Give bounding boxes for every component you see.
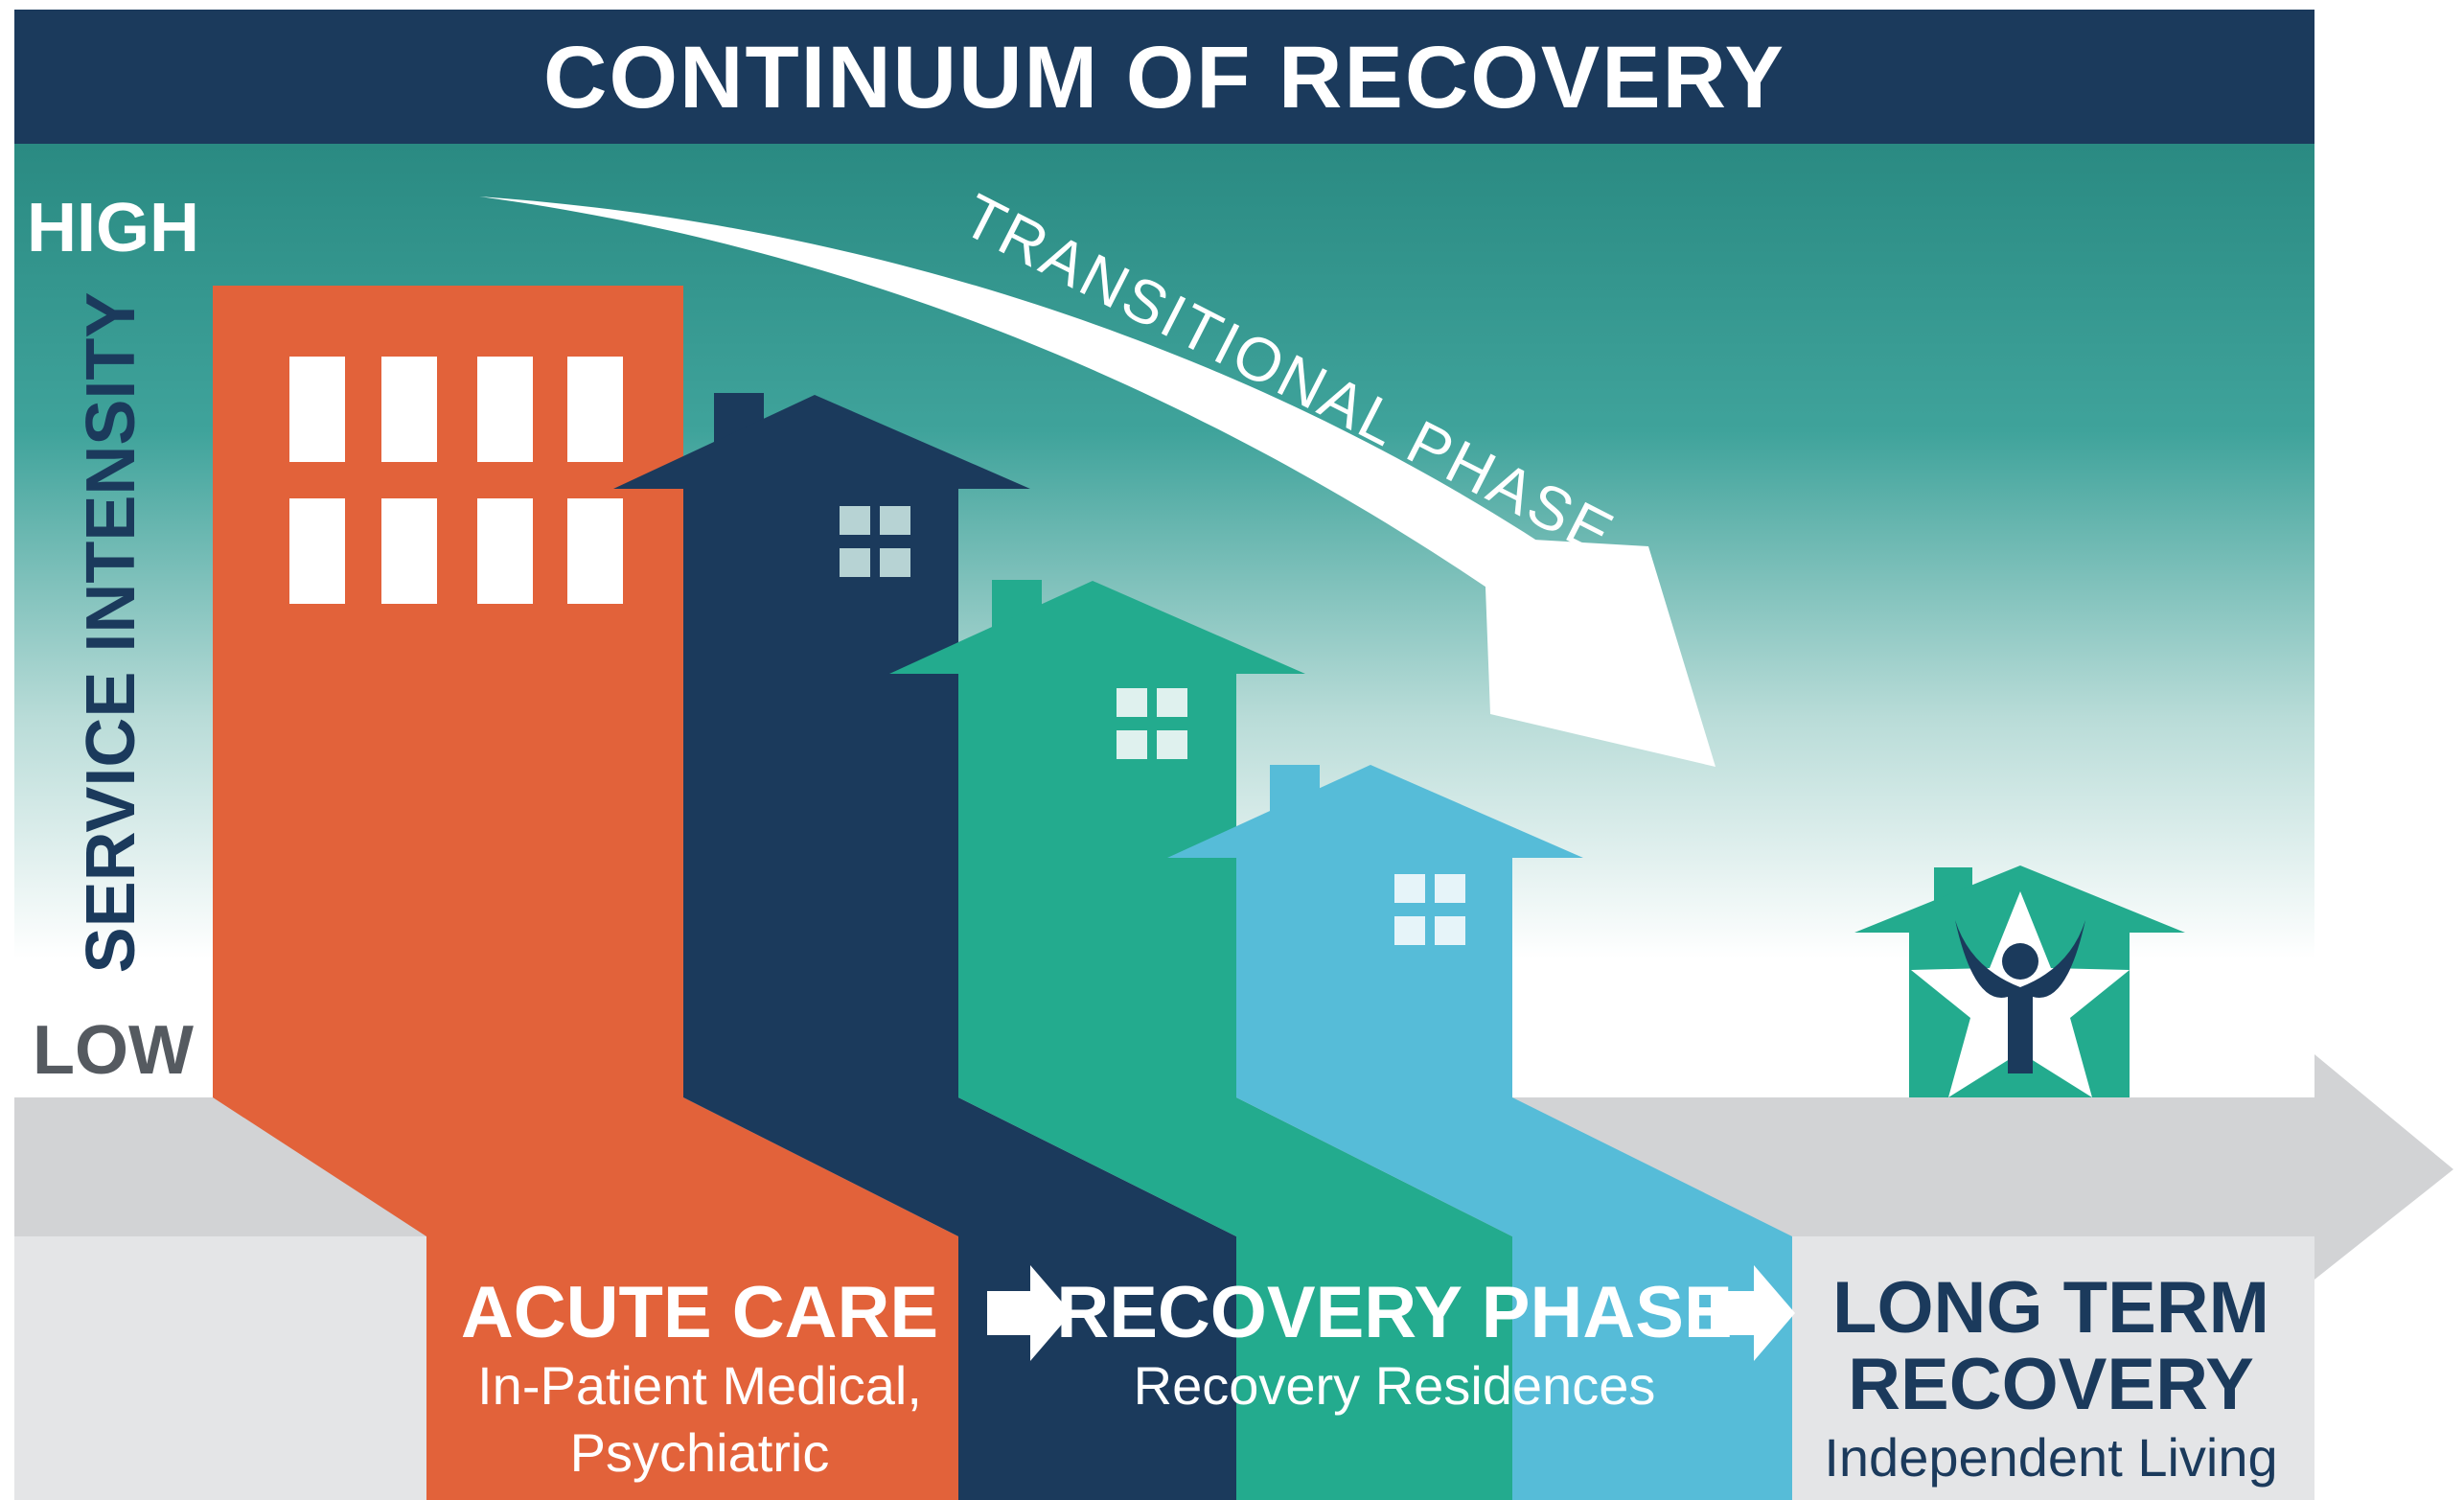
blue-house-icon <box>1167 765 1583 945</box>
stage-subtitle: Independent Living <box>1824 1427 2277 1488</box>
right-arrow-icon <box>987 1265 1071 1361</box>
stage-subtitle: In-Patient Medical, <box>477 1355 922 1416</box>
green-house-ribbon <box>958 674 1512 1500</box>
road-lower-gray-right <box>1792 1236 2314 1500</box>
right-arrow-icon <box>1711 1265 1795 1361</box>
axis-low-label: LOW <box>33 1012 194 1089</box>
stage-title: LONG TERM <box>1832 1267 2269 1349</box>
title-banner <box>14 10 2314 144</box>
stage-long-term-recovery: LONG TERM RECOVERY Independent Living <box>1824 1267 2277 1488</box>
stage-subtitle: Recovery Residences <box>1134 1355 1656 1416</box>
hospital-building-icon <box>289 357 623 604</box>
road-lower-gray <box>14 1236 426 1500</box>
stage-title: RECOVERY PHASE <box>1056 1272 1732 1353</box>
blue-house-ribbon <box>1236 858 1792 1500</box>
star-person-house-icon <box>1854 865 2185 1097</box>
transitional-arrow-head <box>1484 537 1716 767</box>
navy-house-ribbon <box>683 489 1236 1500</box>
transitional-arrow-body <box>479 196 1596 623</box>
stage-recovery-phase: RECOVERY PHASE Recovery Residences <box>1056 1272 1732 1416</box>
green-house-icon <box>889 580 1305 759</box>
axis-high-label: HIGH <box>27 190 199 266</box>
navy-house-icon <box>613 393 1030 577</box>
stage-subtitle: Psychiatric <box>570 1422 830 1483</box>
stage-acute-care: ACUTE CARE In-Patient Medical, Psychiatr… <box>461 1272 938 1483</box>
axis-service-intensity-label: SERVICE INTENSITY <box>73 292 150 974</box>
diagram-title: CONTINUUM OF RECOVERY <box>543 29 1785 127</box>
stage-title: RECOVERY <box>1848 1344 2254 1425</box>
stage-title: ACUTE CARE <box>461 1272 938 1353</box>
